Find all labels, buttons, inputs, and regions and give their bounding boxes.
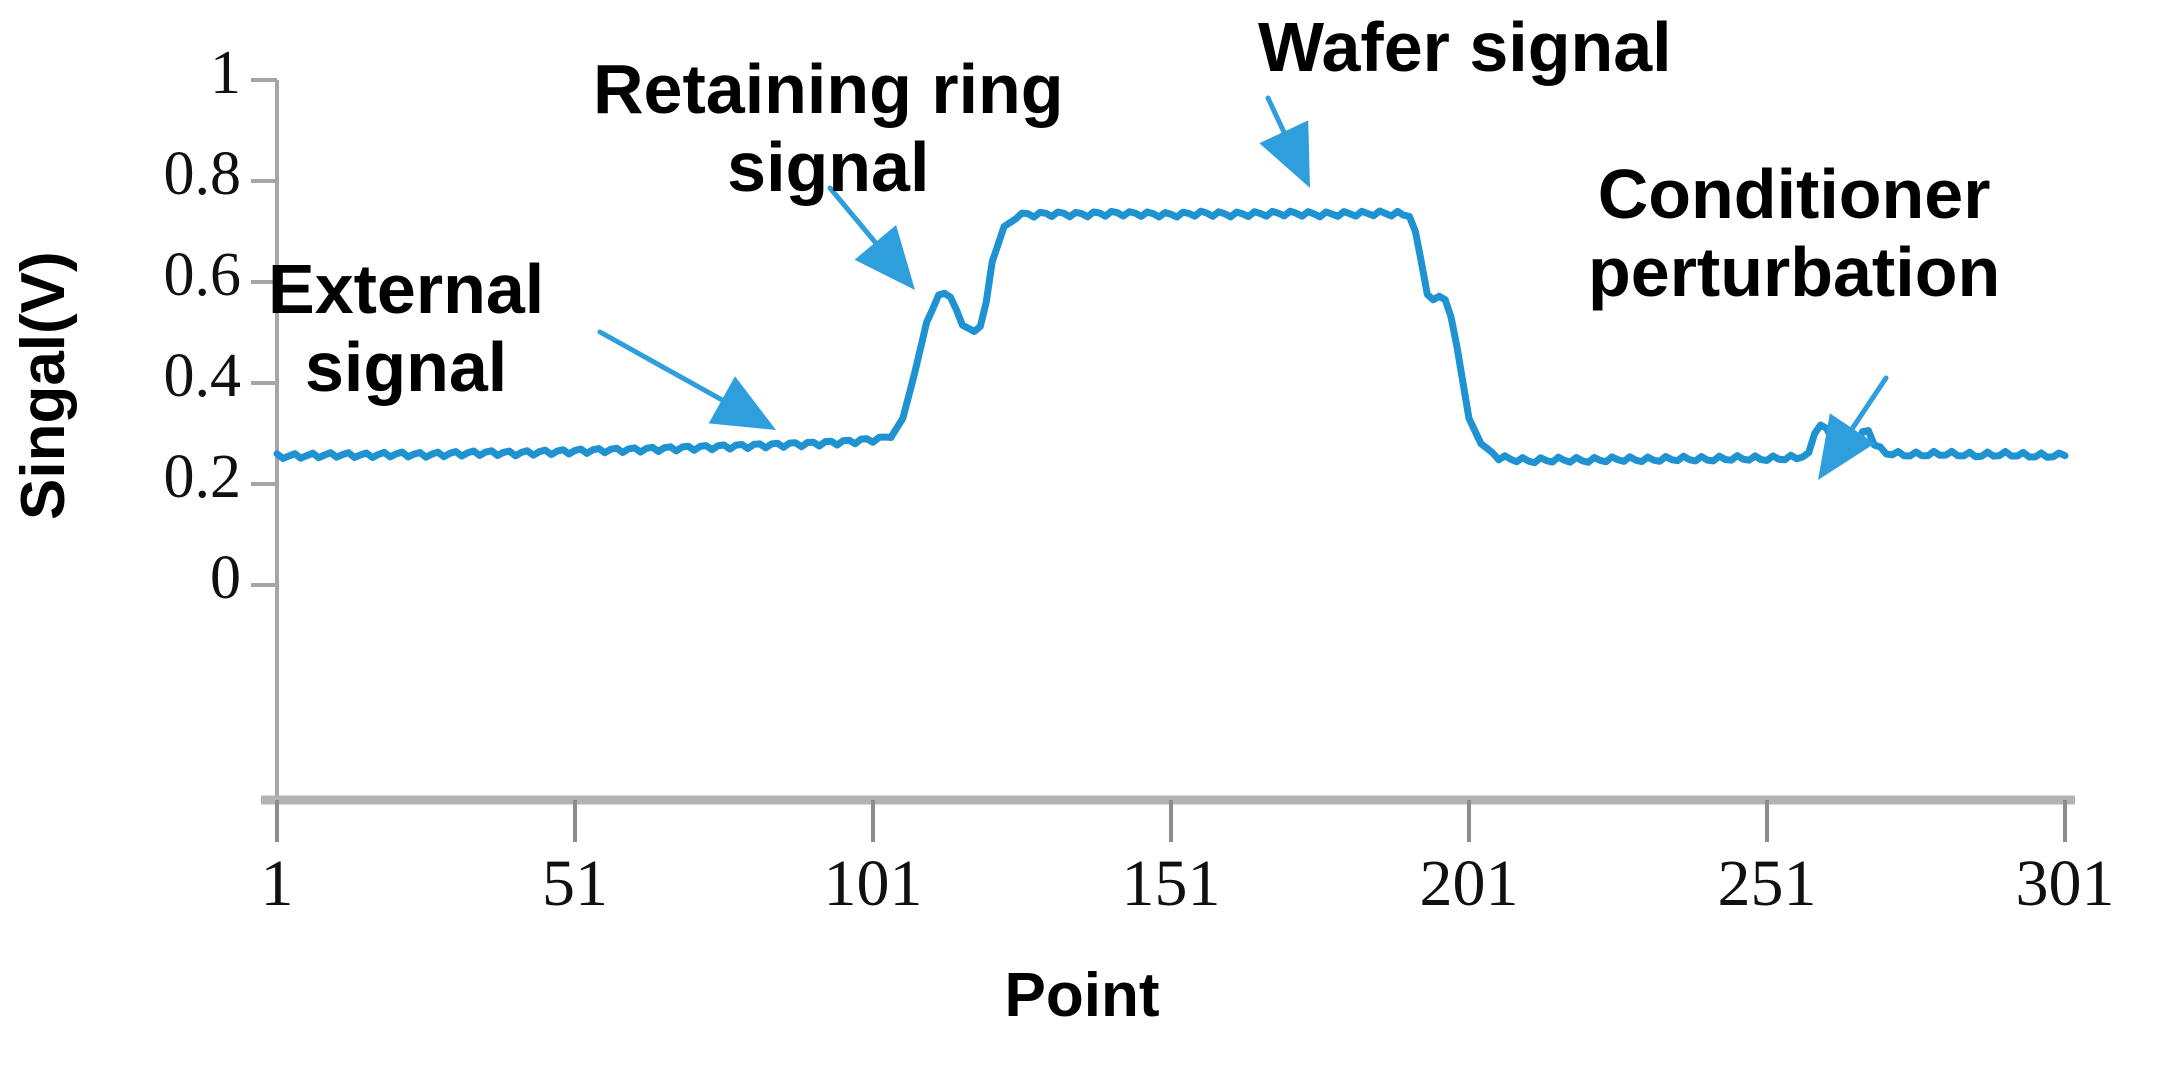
y-tick-label: 0.8 [163,140,242,208]
annotation-line: signal [304,328,508,407]
annotation-arrow-conditioner-perturbation [1818,375,1889,480]
annotation-arrow-retaining-ring-signal [827,185,915,290]
annotation-label-wafer-signal: Wafer signal [1258,8,1672,86]
arrow-shaft [827,185,883,252]
arrow-head [708,376,776,430]
axis-layer [251,78,2075,842]
y-tick-label: 0.6 [163,241,242,309]
y-tick-label: 0.4 [163,342,242,410]
arrow-head [854,225,915,290]
y-tick-label: 0.2 [163,443,242,511]
y-axis-title: Singal(V) [9,251,78,520]
annotation-line: perturbation [1588,233,2001,312]
x-tick-label: 51 [542,847,608,920]
y-tick-label: 1 [210,39,241,107]
x-axis-title: Point [1004,961,1160,1030]
series-layer [273,207,2069,467]
x-tick-label: 151 [1121,847,1221,920]
annotation-arrow-external-signal [597,329,776,430]
x-tick-label: 301 [2015,847,2115,920]
annotation-arrow-wafer-signal [1259,95,1310,188]
annotation-arrow-layer [597,95,1889,480]
x-tick-label: 201 [1419,847,1519,920]
annotation-line: Wafer signal [1258,8,1672,86]
annotation-line: signal [727,128,930,207]
arrow-head [1259,120,1310,188]
arrow-shaft [1845,375,1889,438]
x-tick-label: 101 [823,847,923,920]
y-tick-label: 0 [210,544,241,612]
annotation-line: External [268,250,545,328]
signal-line [273,207,2069,467]
x-tick-label: 1 [260,847,294,920]
arrow-head [1818,413,1875,480]
x-tick-label: 251 [1717,847,1817,920]
annotation-line: Conditioner [1597,155,1991,233]
arrow-shaft [597,329,732,407]
annotation-line: Retaining ring [593,50,1064,128]
